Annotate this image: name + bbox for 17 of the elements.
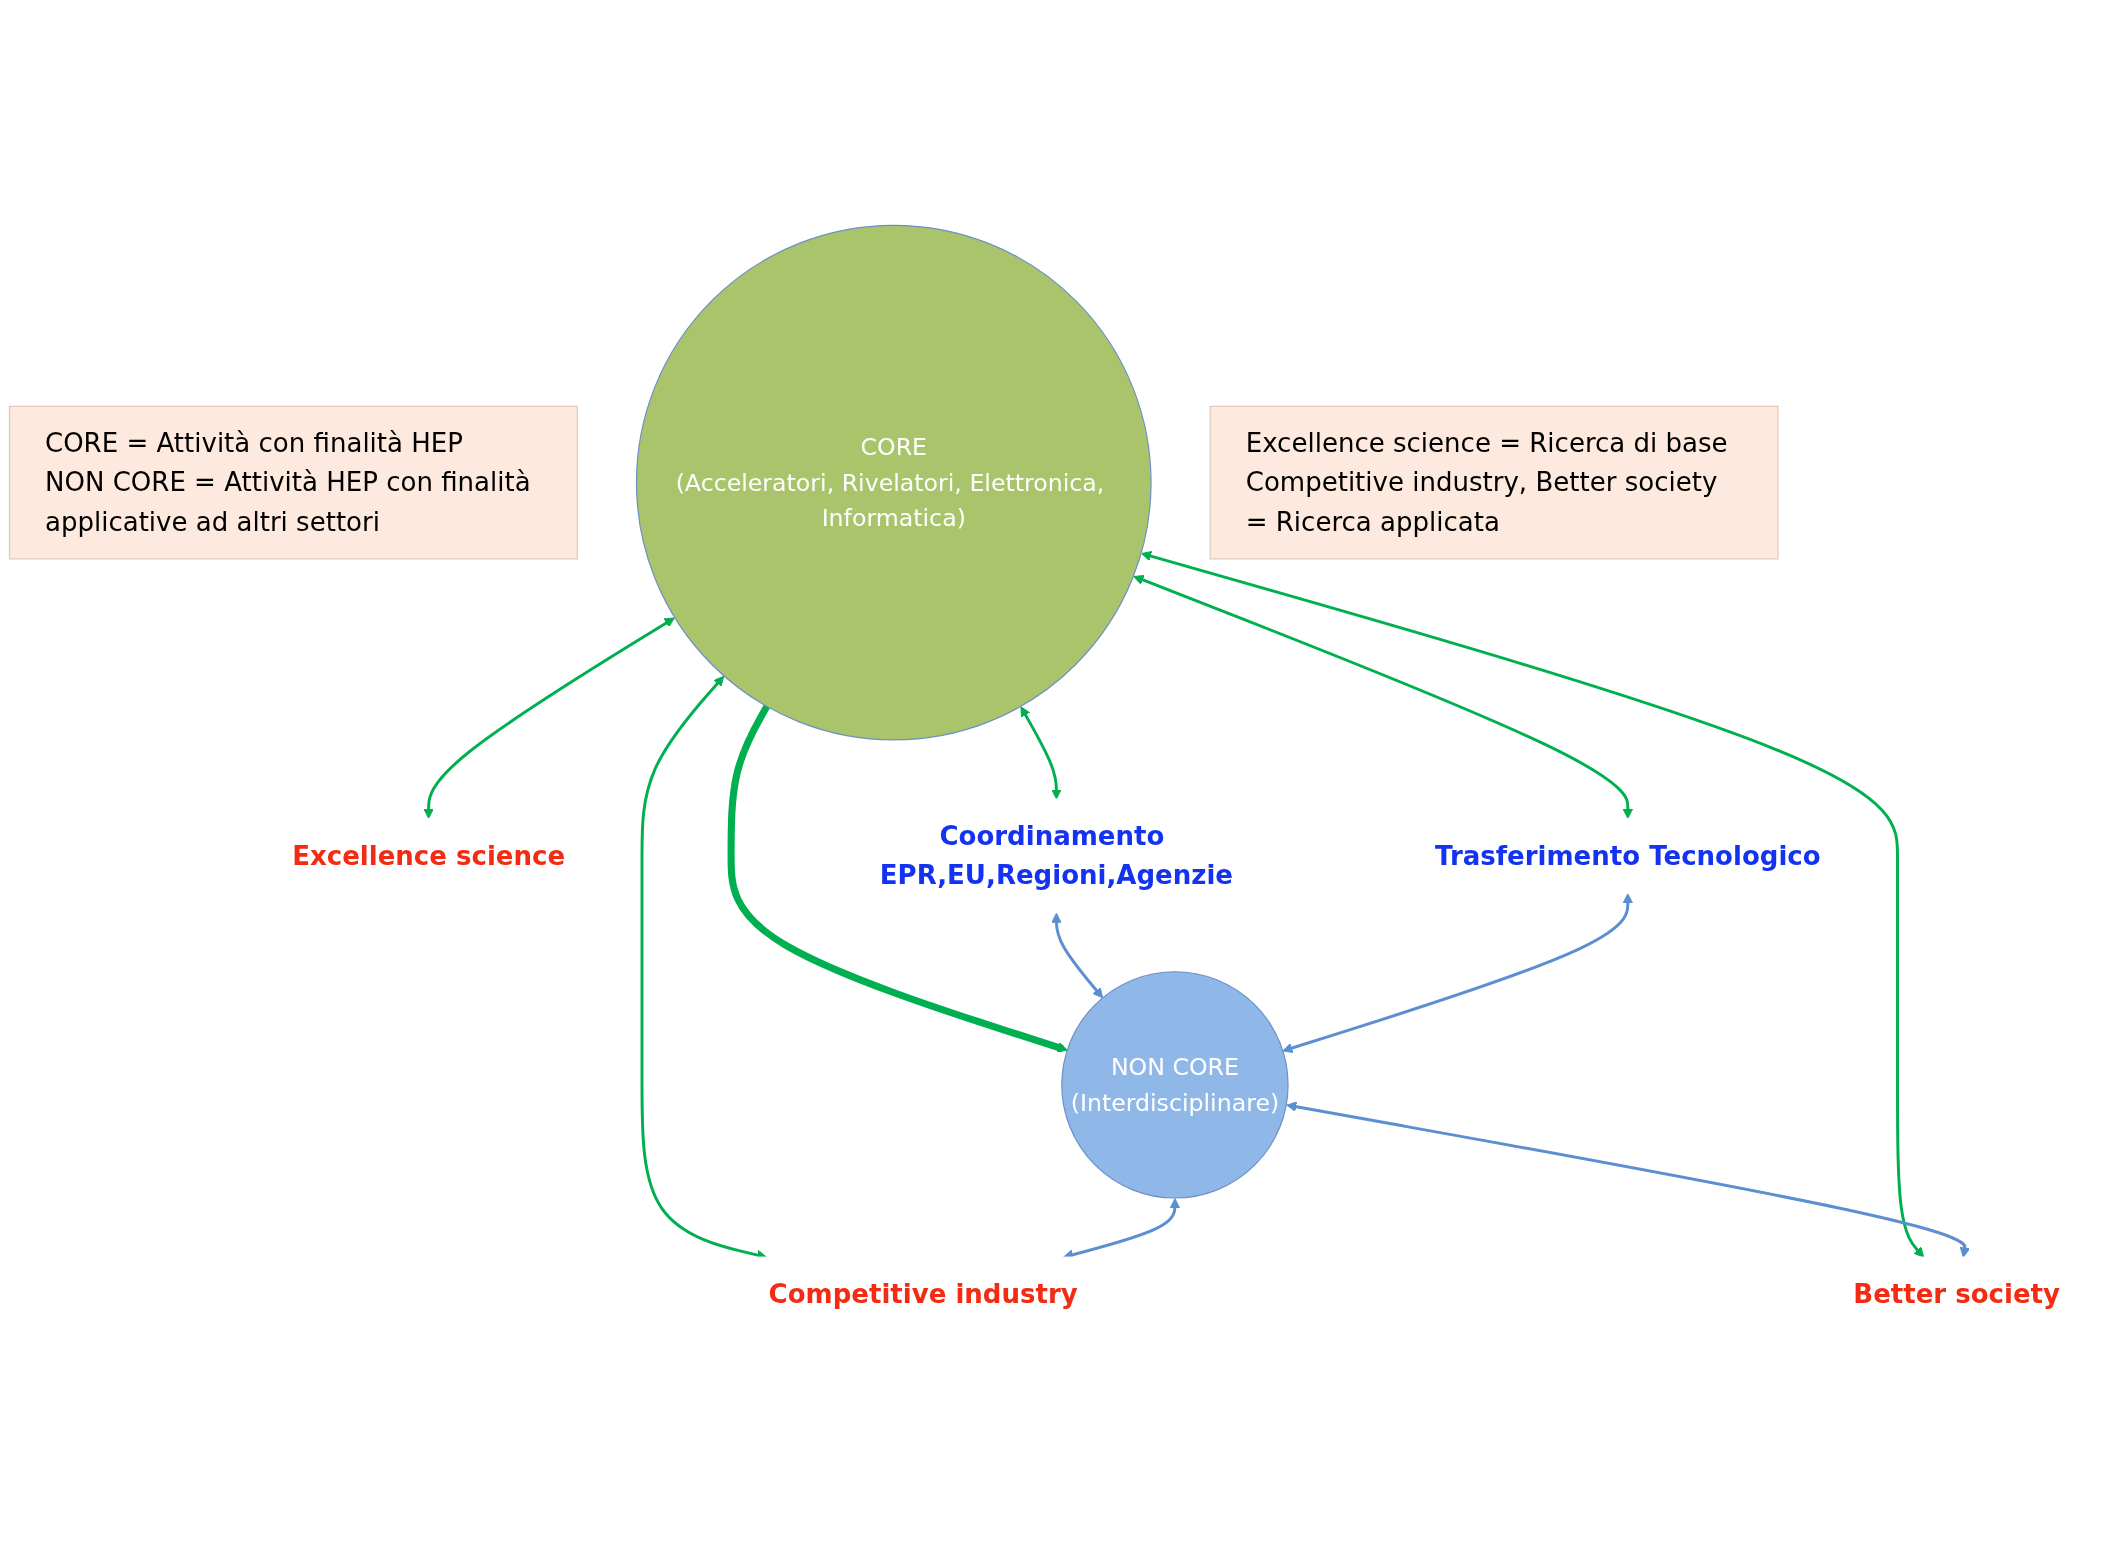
arrow — [1133, 575, 1633, 820]
node-text: Coordinamento EPR,EU,Regioni,Agenzie — [879, 821, 1234, 891]
arrow — [1020, 706, 1062, 800]
arrow — [1141, 551, 1925, 1258]
node-text: Competitive industry — [768, 1279, 1078, 1310]
arrow — [1282, 893, 1633, 1054]
node-text: Excellence science — [292, 841, 566, 871]
node-circle: CORE (Acceleratori, Rivelatori, Elettronica, Informatica) — [635, 224, 1152, 741]
node-text: Trasferimento Tecnologico — [1434, 841, 1821, 871]
arrow — [1051, 912, 1104, 999]
node-box: Excellence science = Ricerca di base Competitive industry, Better society = Ricerca applicata — [1209, 405, 1779, 560]
arrow — [1286, 1101, 1971, 1258]
node-circle: NON CORE (Interdisciplinare) — [1061, 971, 1289, 1199]
node-text: Better society — [1853, 1279, 2061, 1310]
arrow — [727, 704, 1068, 1053]
node-box: CORE = Attività con finalità HEP NON CORE = Attività HEP con finalità applicative ad altri settori — [8, 405, 578, 560]
arrow — [423, 617, 675, 820]
